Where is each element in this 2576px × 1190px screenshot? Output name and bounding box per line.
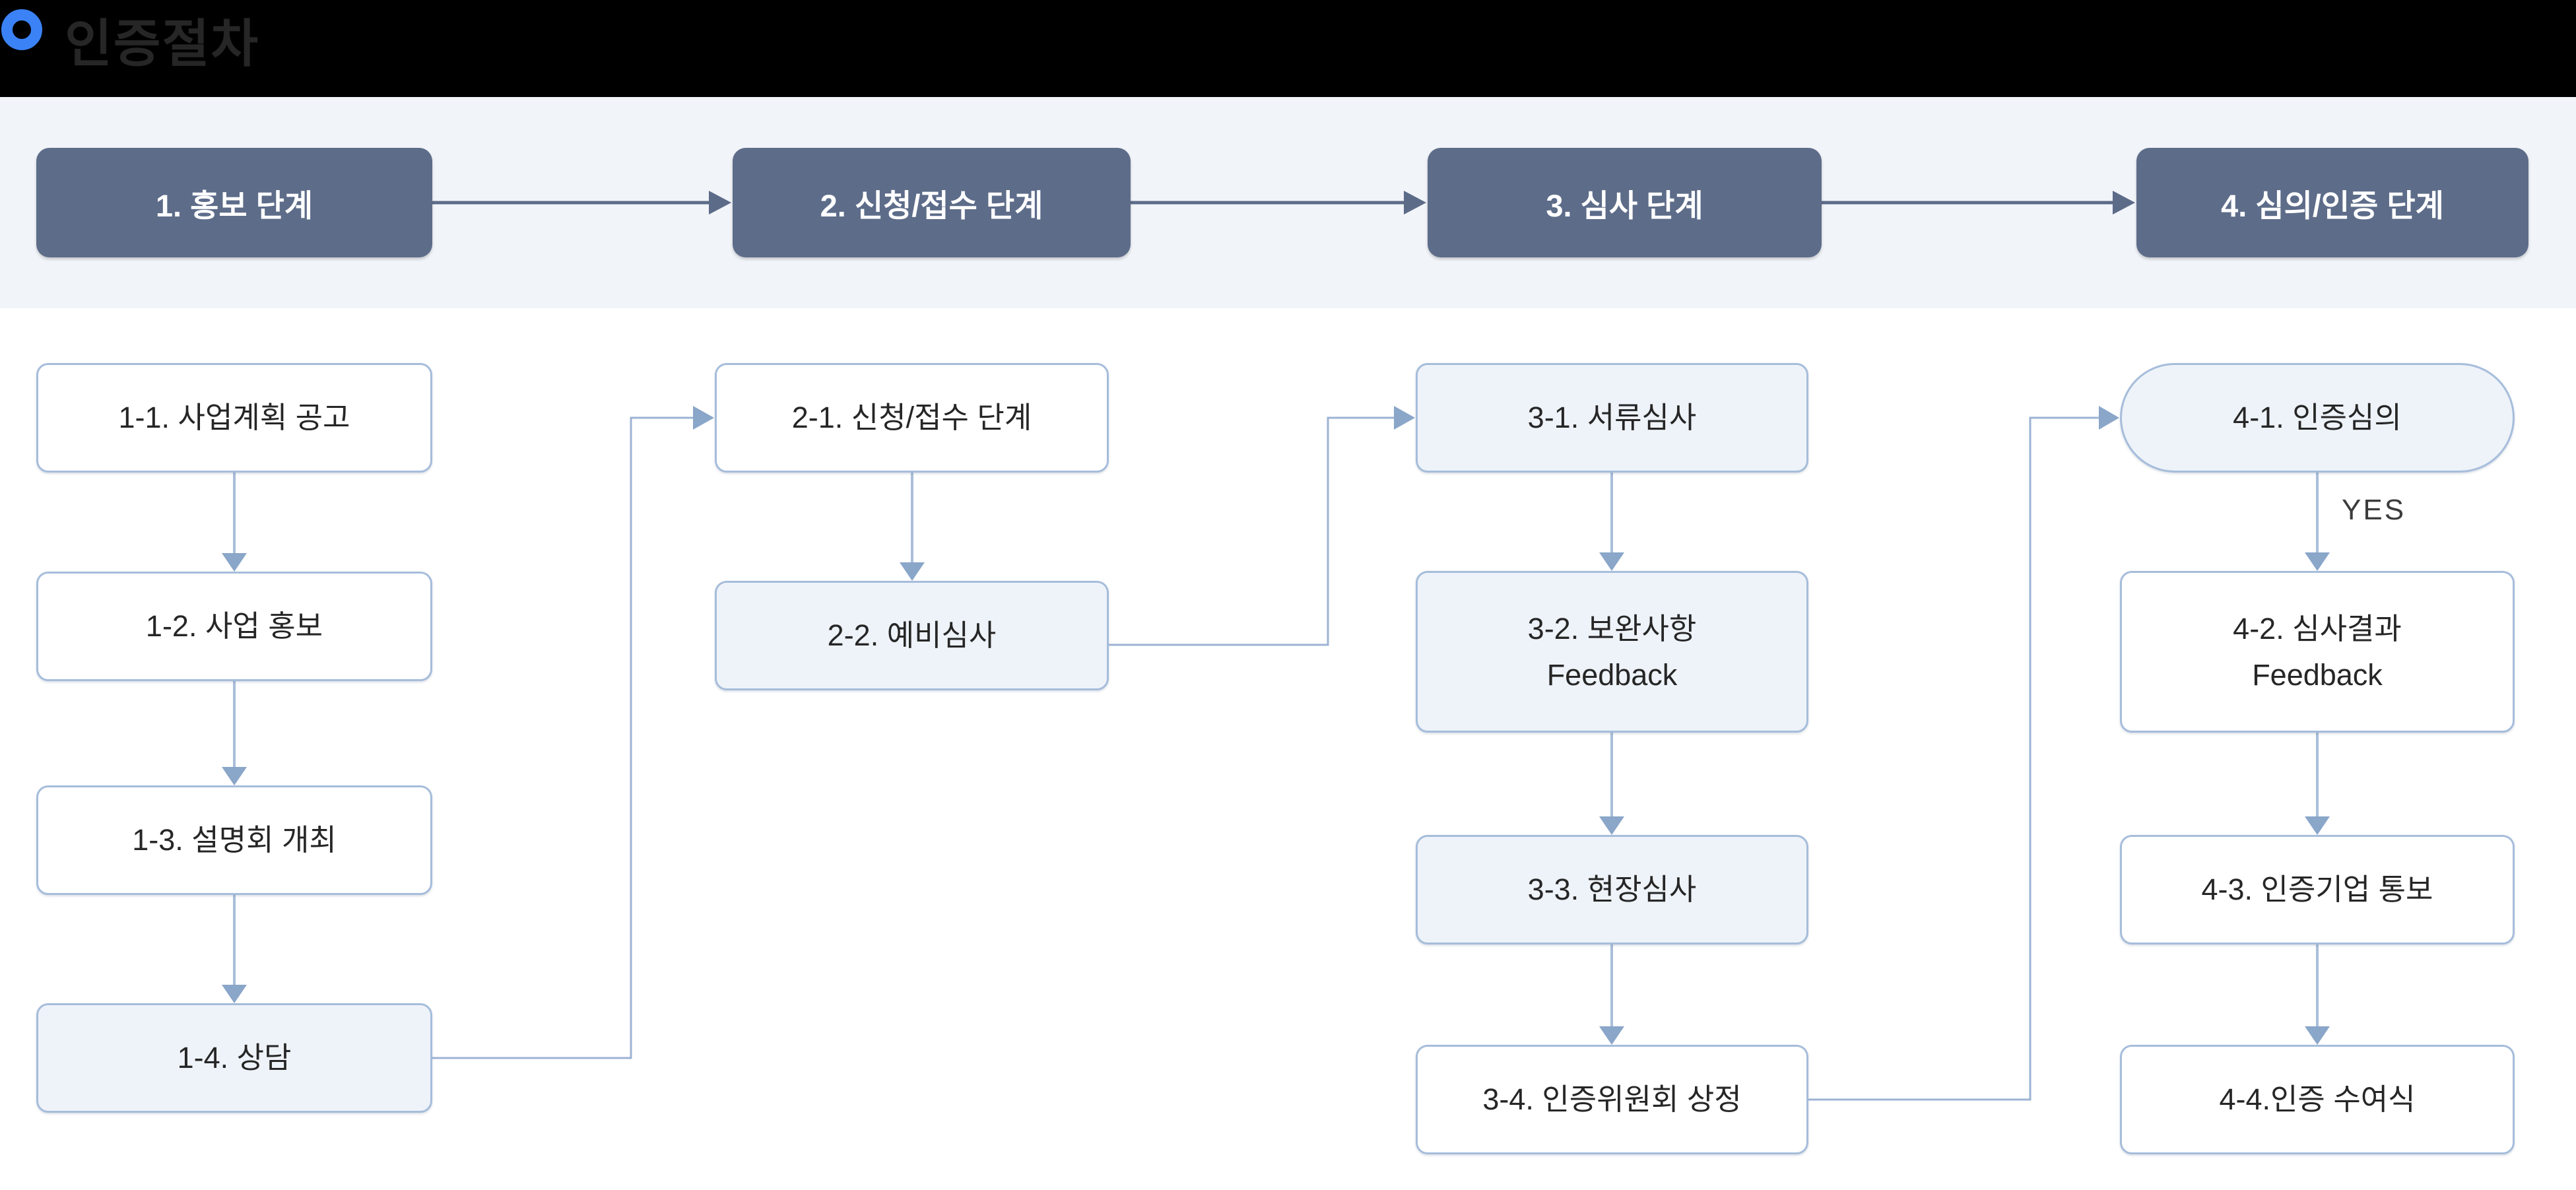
flow-box-label-line2: Feedback: [2252, 657, 2383, 692]
flow-box-label: 1-2. 사업 홍보: [145, 609, 323, 644]
stage-label: 3. 심사 단계: [1546, 187, 1703, 223]
stage-label: 1. 홍보 단계: [155, 187, 314, 223]
flow-box-label: 2-2. 예비심사: [827, 618, 997, 653]
arrow-down-1-2-to-1-3: [222, 681, 247, 785]
flow-box-label: 4-2. 심사결과: [2233, 611, 2402, 645]
title-bar: 인증절차: [0, 0, 2576, 97]
stage-box-1: 1. 홍보 단계: [36, 148, 432, 257]
stage-box-4: 4. 심의/인증 단계: [2136, 148, 2528, 257]
stage-box-2: 2. 신청/접수 단계: [733, 148, 1131, 257]
flow-box-2-1: 2-1. 신청/접수 단계: [715, 363, 1109, 473]
flow-box-label: 3-1. 서류심사: [1527, 401, 1697, 435]
page-title: 인증절차: [65, 15, 260, 73]
stage-label: 2. 신청/접수 단계: [820, 187, 1043, 223]
flow-box-1-3: 1-3. 설명회 개최: [36, 785, 432, 895]
flow-box-4-2: 4-2. 심사결과 Feedback: [2120, 571, 2515, 733]
arrow-down-3-3-to-3-4: [1599, 944, 1624, 1045]
arrow-down-4-3-to-4-4: [2305, 944, 2330, 1045]
arrow-down-2-1-to-2-2: [900, 473, 925, 581]
flow-box-1-2: 1-2. 사업 홍보: [36, 572, 432, 681]
elbow-2-2-to-3-1: [1109, 406, 1415, 646]
flow-box-label: 3-3. 현장심사: [1527, 873, 1697, 907]
flow-box-4-3: 4-3. 인증기업 통보: [2120, 835, 2515, 944]
stage-arrow-3-4: [1822, 191, 2135, 215]
stage-label: 4. 심의/인증 단계: [2221, 187, 2444, 223]
elbow-1-4-to-2-1: [432, 406, 714, 1059]
flow-box-3-3: 3-3. 현장심사: [1416, 835, 1808, 944]
flow-box-label: 1-3. 설명회 개최: [132, 823, 337, 857]
flow-box-4-1: 4-1. 인증심의: [2120, 363, 2515, 473]
flow-box-label: 1-4. 상담: [177, 1041, 292, 1075]
arrow-down-1-1-to-1-2: [222, 473, 247, 572]
yes-branch-label: YES: [2342, 494, 2406, 526]
flow-box-label: 4-3. 인증기업 통보: [2201, 873, 2433, 907]
flow-box-label: 3-2. 보완사항: [1527, 611, 1697, 645]
flow-box-1-4: 1-4. 상담: [36, 1003, 432, 1113]
elbow-3-4-to-4-1: [1808, 406, 2119, 1101]
arrow-down-3-1-to-3-2: [1599, 473, 1624, 571]
stage-arrow-1-2: [432, 191, 731, 215]
arrow-down-1-3-to-1-4: [222, 895, 247, 1003]
stage-box-3: 3. 심사 단계: [1428, 148, 1822, 257]
flow-box-3-4: 3-4. 인증위원회 상정: [1416, 1045, 1808, 1154]
stage-arrow-2-3: [1131, 191, 1426, 215]
flow-box-label: 4-4.인증 수여식: [2219, 1082, 2416, 1117]
bullet-circle-icon: [1, 9, 42, 50]
flow-box-1-1: 1-1. 사업계획 공고: [36, 363, 432, 473]
arrow-down-4-1-to-4-2: [2305, 473, 2330, 571]
arrow-down-4-2-to-4-3: [2305, 733, 2330, 835]
flow-box-4-4: 4-4.인증 수여식: [2120, 1045, 2515, 1154]
flow-box-2-2: 2-2. 예비심사: [715, 581, 1109, 690]
flow-box-label-line2: Feedback: [1546, 657, 1678, 692]
arrow-down-3-2-to-3-3: [1599, 733, 1624, 835]
flow-box-label: 2-1. 신청/접수 단계: [791, 401, 1032, 435]
flow-box-label: 1-1. 사업계획 공고: [118, 401, 350, 435]
flow-box-label: 3-4. 인증위원회 상정: [1482, 1082, 1742, 1117]
flow-box-3-1: 3-1. 서류심사: [1416, 363, 1808, 473]
flow-box-label: 4-1. 인증심의: [2233, 401, 2402, 435]
flow-box-3-2: 3-2. 보완사항 Feedback: [1416, 571, 1808, 733]
